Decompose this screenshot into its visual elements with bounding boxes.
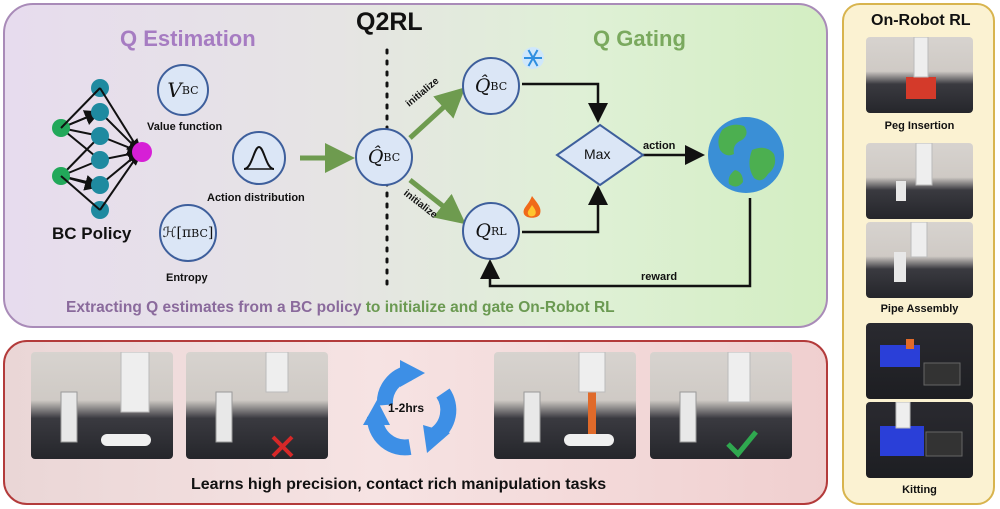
side-title: On-Robot RL	[871, 12, 971, 29]
caption-part-1: Extracting Q estimates from a BC policy	[66, 299, 362, 316]
diagram-graphics	[52, 47, 784, 288]
cycle-label: 1-2hrs	[388, 401, 425, 415]
max-label: Max	[584, 146, 611, 162]
reward-label: reward	[641, 271, 678, 283]
output-node	[132, 142, 152, 162]
caption: Extracting Q estimates from a BC policy …	[66, 299, 615, 317]
kitting-photo-1	[866, 323, 973, 399]
q-gating-heading: Q Gating	[593, 26, 686, 51]
value-function-label: Value function	[147, 121, 223, 133]
reward-arrow	[480, 198, 752, 288]
peg-insertion-photo	[866, 37, 973, 113]
entropy-label: Entropy	[166, 272, 208, 284]
max-diamond	[555, 123, 645, 187]
robot-photo-3	[494, 352, 636, 459]
cycle-arrows-icon	[363, 360, 457, 456]
q-estimation-heading: Q Estimation	[120, 26, 256, 51]
hidden-node	[91, 176, 109, 194]
pipe-assembly-photo-2	[866, 222, 973, 298]
action-distribution-label: Action distribution	[207, 192, 305, 204]
action-label: action	[643, 140, 676, 152]
qrl-to-max-arrow	[522, 185, 608, 234]
task-label-kitting: Kitting	[902, 484, 937, 496]
hidden-node	[91, 127, 109, 145]
robot-photo-2	[186, 352, 328, 459]
initialize-arrow-bottom	[408, 178, 466, 225]
action-distribution-node	[232, 131, 286, 185]
caption-part-2: to initialize and gate On-Robot RL	[361, 299, 615, 316]
robot-photo-1	[31, 352, 173, 459]
bell-curve-icon	[243, 145, 275, 170]
pipe-assembly-photo-1	[866, 143, 973, 219]
hidden-node	[91, 103, 109, 121]
q-bc-hat-source-node: Q̂BC	[355, 128, 413, 186]
robot-photo-4	[650, 352, 792, 459]
snowflake-icon	[522, 47, 544, 69]
fire-icon	[523, 196, 541, 218]
initialize-arrow-top	[408, 87, 466, 140]
bc-policy-label: BC Policy	[52, 224, 132, 243]
network-edges	[60, 110, 144, 191]
qbc-to-max-arrow	[522, 82, 608, 123]
kitting-photo-2	[866, 402, 973, 478]
summary-text: Learns high precision, contact rich mani…	[191, 476, 607, 493]
task-label-pipe-assembly: Pipe Assembly	[880, 303, 959, 315]
cross-icon	[271, 435, 294, 458]
earth-icon	[708, 117, 784, 193]
check-icon	[726, 430, 758, 458]
page-title: Q2RL	[356, 8, 423, 36]
task-label-peg-insertion: Peg Insertion	[884, 120, 955, 132]
q-bc-hat-frozen-node: Q̂BC	[462, 57, 520, 115]
hidden-node	[91, 151, 109, 169]
